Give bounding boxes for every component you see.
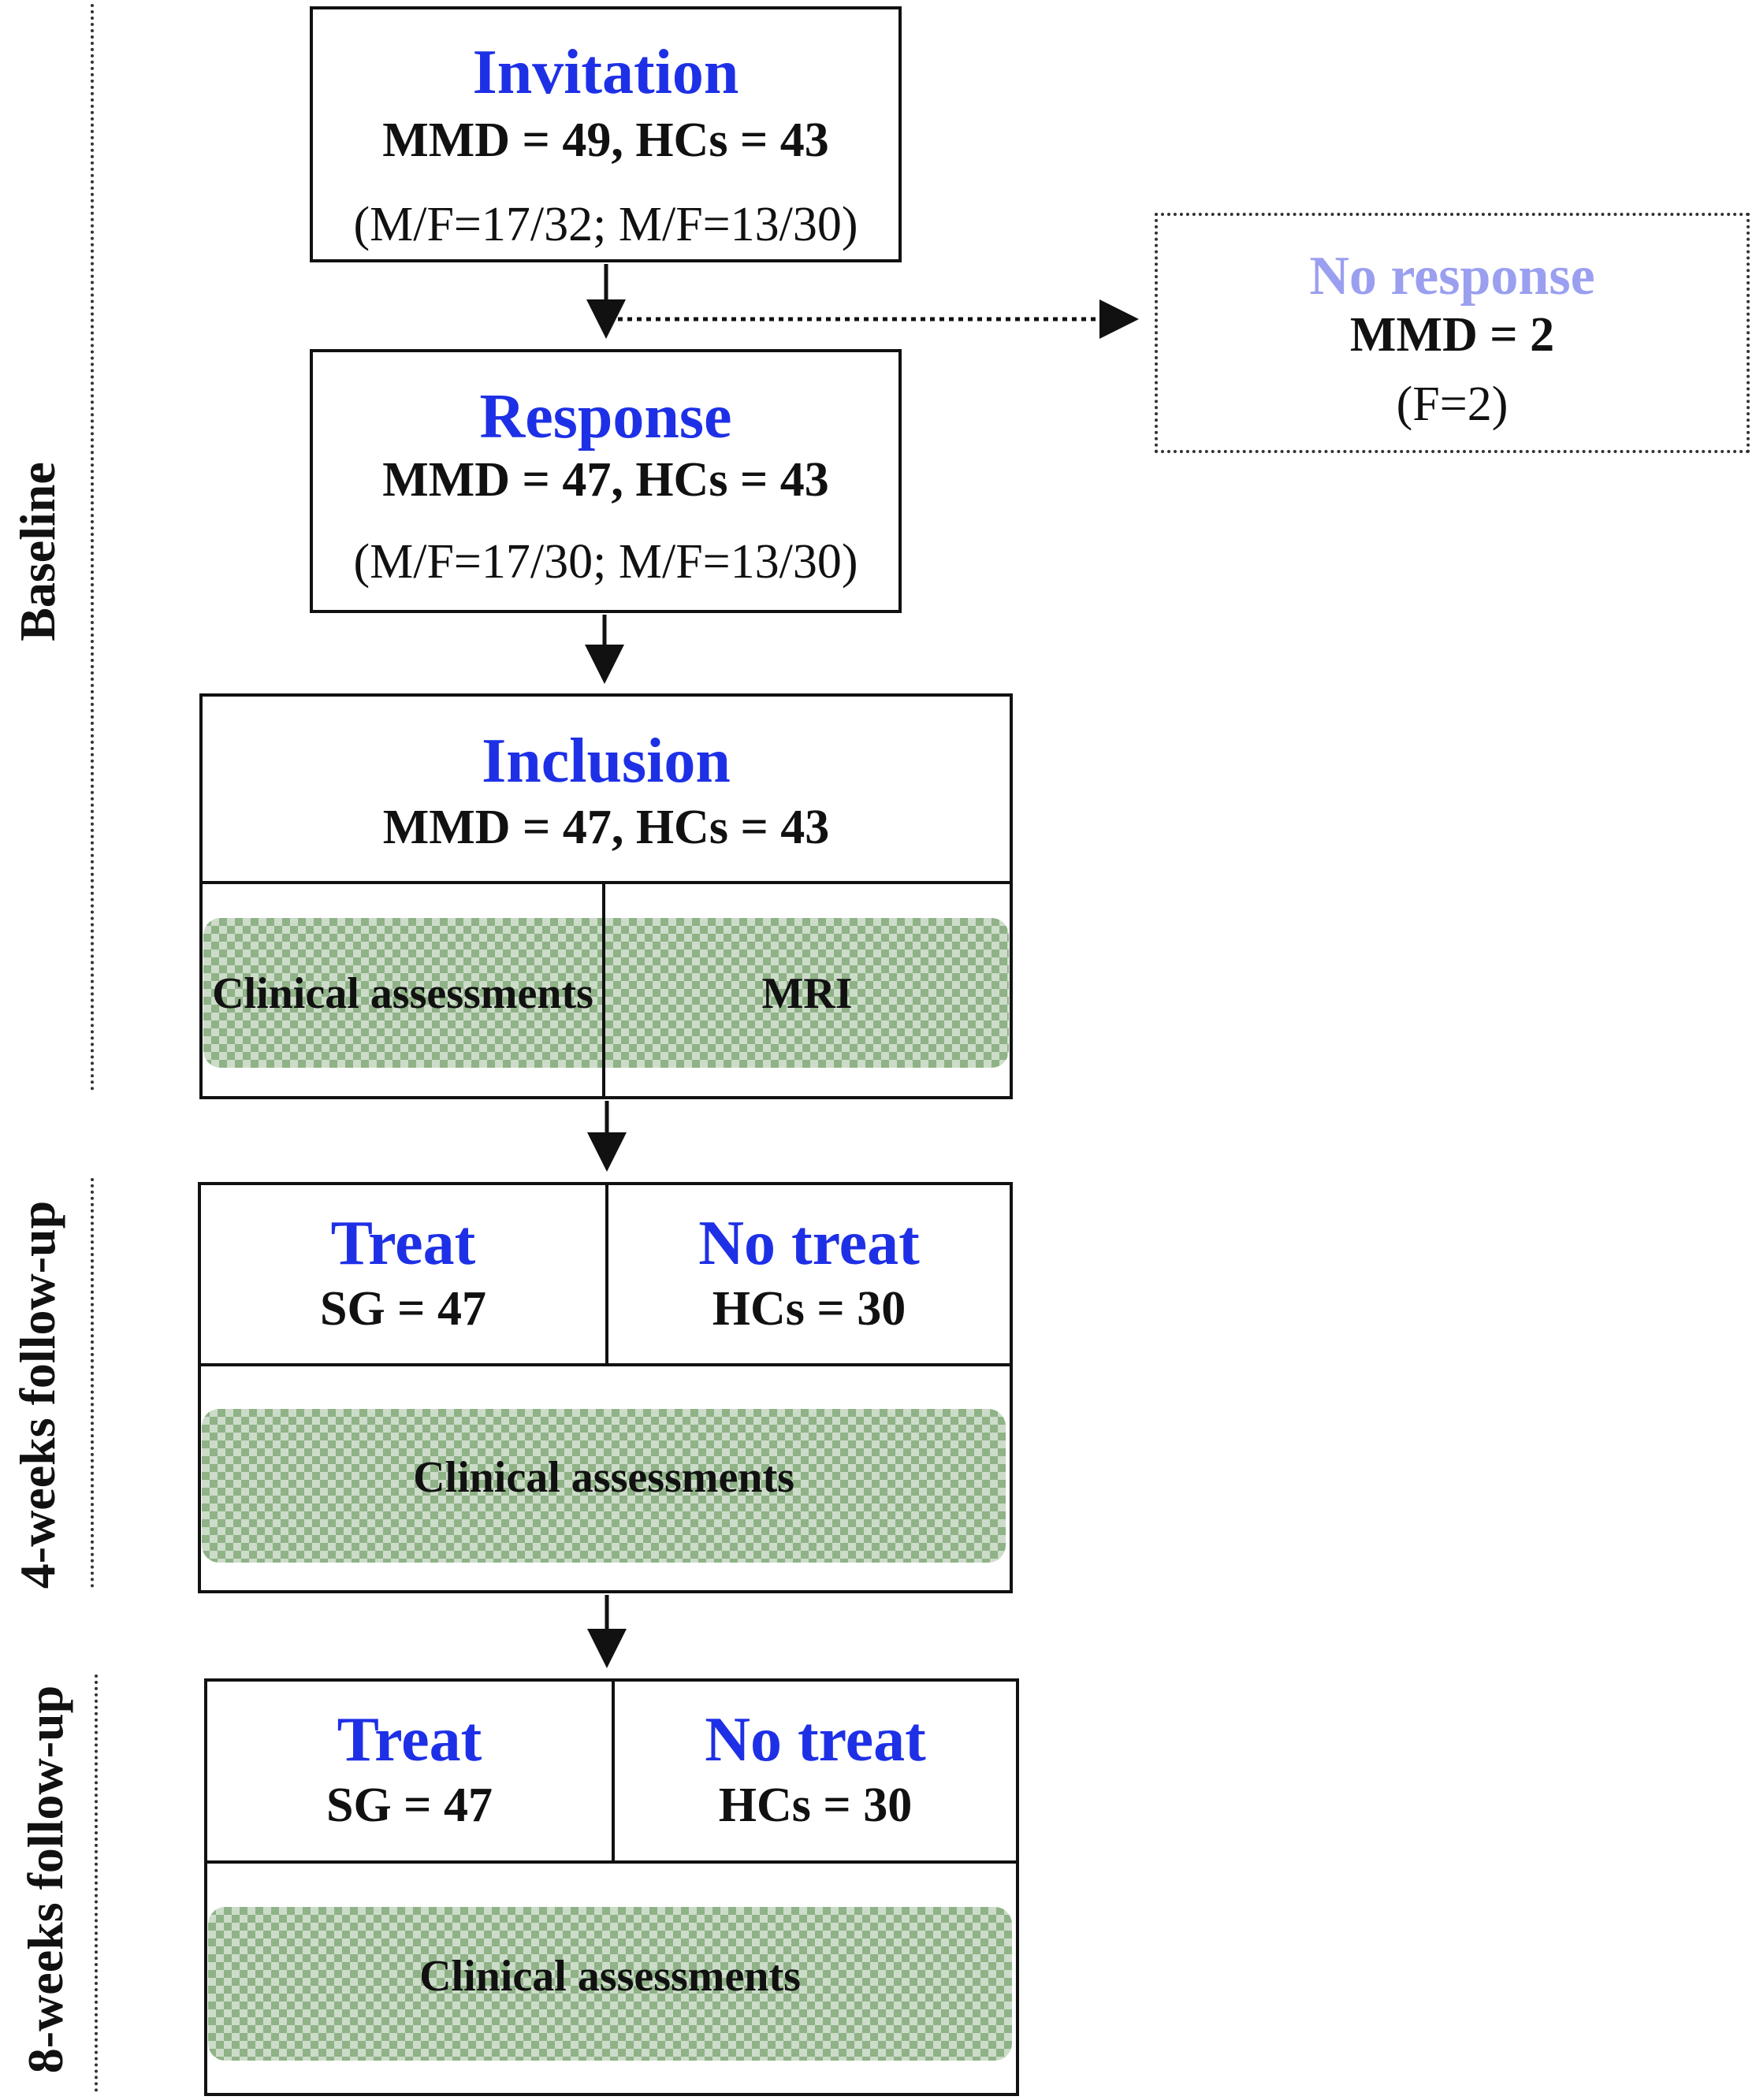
followup4-treat-count: SG = 47	[319, 1282, 487, 1336]
response-title: Response	[479, 382, 732, 452]
inclusion-split-line	[602, 883, 605, 1098]
followup4-treat-title: Treat	[330, 1209, 476, 1278]
followup8-split-line	[612, 1680, 615, 1864]
followup8-divider	[204, 1860, 1019, 1864]
inclusion-counts: MMD = 47, HCs = 43	[382, 801, 830, 854]
followup4-divider	[198, 1363, 1013, 1366]
followup8-treat-count: SG = 47	[326, 1778, 493, 1832]
inclusion-divider	[199, 881, 1013, 884]
inclusion-title: Inclusion	[482, 727, 731, 796]
inclusion-mri-label: MRI	[761, 969, 853, 1018]
week8-separator	[95, 1674, 98, 2092]
followup4-split-line	[605, 1184, 608, 1366]
followup4-notreat-title: No treat	[698, 1209, 920, 1278]
response-counts: MMD = 47, HCs = 43	[382, 453, 829, 507]
followup8-treat-title: Treat	[337, 1705, 482, 1775]
baseline-separator	[91, 4, 94, 1091]
response-sex-ratio: (M/F=17/30; M/F=13/30)	[353, 535, 858, 589]
no-response-sex: (F=2)	[1396, 377, 1509, 431]
invitation-title: Invitation	[472, 38, 739, 107]
no-response-counts: MMD = 2	[1349, 308, 1555, 362]
inclusion-clinical-label: Clinical assessments	[212, 969, 593, 1018]
week4-separator	[91, 1178, 94, 1588]
followup8-notreat-count: HCs = 30	[718, 1778, 913, 1832]
invitation-box: Invitation MMD = 49, HCs = 43 (M/F=17/32…	[310, 6, 902, 262]
inclusion-assessment-band	[203, 918, 1009, 1068]
response-box: Response MMD = 47, HCs = 43 (M/F=17/30; …	[310, 349, 902, 613]
followup4-assessment-band	[202, 1409, 1006, 1563]
followup8-assessment-band	[208, 1907, 1012, 2061]
followup4-notreat-count: HCs = 30	[712, 1282, 906, 1336]
followup8-notreat-title: No treat	[705, 1705, 926, 1775]
no-response-box: No response MMD = 2 (F=2)	[1155, 213, 1750, 453]
followup8-clinical-label: Clinical assessments	[419, 1952, 801, 2001]
invitation-sex-ratio: (M/F=17/32; M/F=13/30)	[353, 198, 858, 251]
invitation-counts: MMD = 49, HCs = 43	[382, 113, 829, 167]
no-response-title: No response	[1309, 246, 1595, 307]
followup4-clinical-label: Clinical assessments	[413, 1453, 794, 1502]
